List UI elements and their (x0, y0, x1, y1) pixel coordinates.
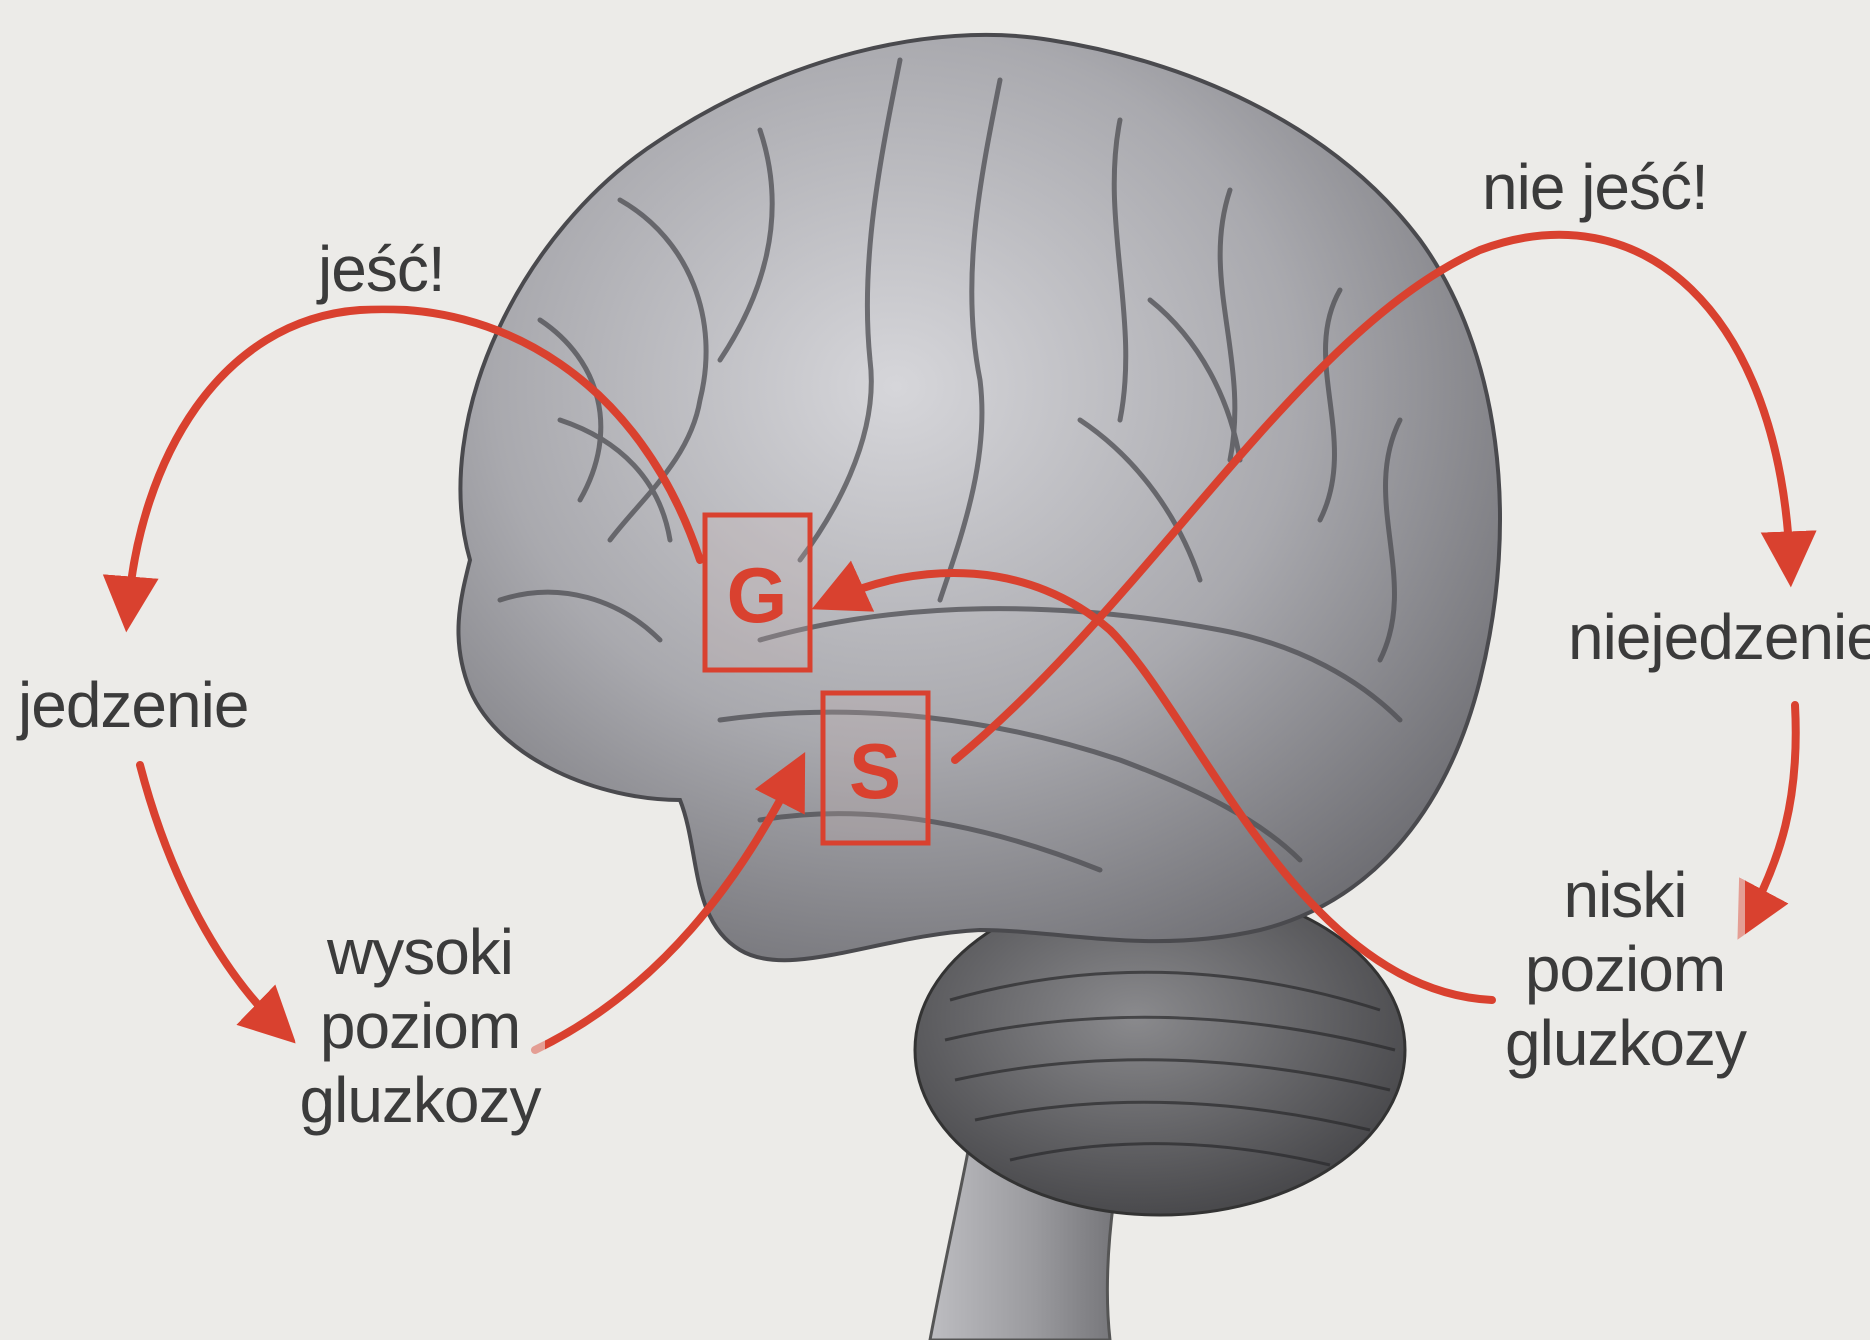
marker-g: G (705, 515, 810, 670)
label-high-glucose: wysoki poziom gluzkozy (295, 915, 545, 1137)
label-low-glucose-line-1: niski (1505, 858, 1745, 932)
label-high-glucose-line-1: wysoki (295, 915, 545, 989)
marker-s-label: S (849, 727, 901, 815)
label-not-eating: niejedzenie (1568, 600, 1870, 674)
arrow-not-eating-to-low-glucose (1748, 705, 1796, 920)
label-high-glucose-line-2: poziom (295, 989, 545, 1063)
label-eat: jeść! (318, 232, 445, 306)
label-dont-eat: nie jeść! (1482, 150, 1708, 224)
marker-s: S (823, 693, 928, 843)
label-eating: jedzenie (18, 668, 248, 742)
label-low-glucose-line-2: poziom (1505, 932, 1745, 1006)
arrow-eating-to-high-glucose (140, 765, 280, 1028)
label-low-glucose: niski poziom gluzkozy (1505, 858, 1745, 1080)
marker-g-label: G (727, 551, 788, 639)
cerebrum-shape (458, 35, 1500, 960)
label-low-glucose-line-3: gluzkozy (1505, 1006, 1745, 1080)
label-high-glucose-line-3: gluzkozy (295, 1063, 545, 1137)
